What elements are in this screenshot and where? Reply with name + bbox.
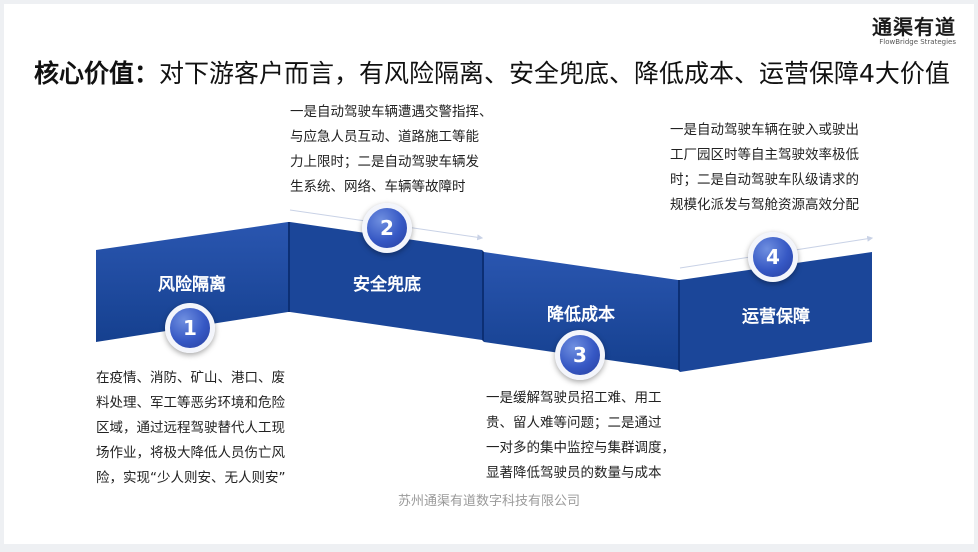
title-rest: 对下游客户而言，有风险隔离、安全兜底、降低成本、运营保障4大价值: [159, 59, 950, 88]
title-bold: 核心价值：: [34, 59, 160, 88]
step-2-badge: 2: [362, 203, 412, 253]
logo-subtext: FlowBridge Strategies: [879, 38, 956, 46]
step-4-description: 一是自动驾驶车辆在驶入或驶出 工厂园区时等自主驾驶效率极低 时；二是自动驾驶车队…: [670, 118, 859, 218]
step-3-badge: 3: [555, 330, 605, 380]
fold-shadow-1: [288, 222, 290, 312]
step-1-line: 险，实现“少人则安、无人则安”: [96, 470, 286, 486]
step-4-badge: 4: [748, 232, 798, 282]
step-1-line: 料处理、军工等恶劣环境和危险: [96, 395, 285, 411]
fold-shadow-3: [678, 280, 680, 372]
step-4-line: 工厂园区时等自主驾驶效率极低: [670, 147, 859, 163]
step-3-line: 一对多的集中监控与集群调度，: [486, 440, 675, 456]
step-3-description: 一是缓解驾驶员招工难、用工 贵、留人难等问题；二是通过 一对多的集中监控与集群调…: [486, 386, 675, 486]
step-4-label: 运营保障: [742, 307, 810, 327]
step-3-line: 贵、留人难等问题；二是通过: [486, 415, 662, 431]
step-4-line: 时；二是自动驾驶车队级请求的: [670, 172, 859, 188]
segment-4: [680, 252, 872, 372]
step-4-line: 一是自动驾驶车辆在驶入或驶出: [670, 122, 859, 138]
step-1-line: 场作业，将极大降低人员伤亡风: [96, 445, 285, 461]
fold-shadow-2: [482, 250, 484, 342]
step-2-description: 一是自动驾驶车辆遭遇交警指挥、 与应急人员互动、道路施工等能 力上限时；二是自动…: [290, 100, 493, 200]
step-2-label: 安全兜底: [353, 275, 421, 295]
step-2-line: 一是自动驾驶车辆遭遇交警指挥、: [290, 104, 493, 120]
step-3-line: 显著降低驾驶员的数量与成本: [486, 465, 662, 481]
step-1-description: 在疫情、消防、矿山、港口、废 料处理、军工等恶劣环境和危险 区域，通过远程驾驶替…: [96, 366, 286, 491]
step-3-line: 一是缓解驾驶员招工难、用工: [486, 390, 662, 406]
step-1-line: 区域，通过远程驾驶替代人工现: [96, 420, 285, 436]
step-2-line: 与应急人员互动、道路施工等能: [290, 129, 479, 145]
segment-1: [96, 222, 288, 342]
step-2-line: 生系统、网络、车辆等故障时: [290, 179, 466, 195]
segment-2: [290, 222, 482, 340]
step-1-badge: 1: [165, 303, 215, 353]
step-1-label: 风险隔离: [158, 275, 226, 295]
logo-text: 通渠有道: [872, 15, 956, 39]
step-2-line: 力上限时；二是自动驾驶车辆发: [290, 154, 479, 170]
step-3-label: 降低成本: [547, 305, 615, 325]
segment-3: [484, 252, 678, 370]
step-4-line: 规模化派发与驾舱资源高效分配: [670, 197, 859, 213]
step-1-line: 在疫情、消防、矿山、港口、废: [96, 370, 285, 386]
company-logo: 通渠有道 FlowBridge Strategies: [872, 16, 956, 47]
footer-company-name: 苏州通渠有道数字科技有限公司: [397, 494, 580, 509]
page-title: 核心价值：对下游客户而言，有风险隔离、安全兜底、降低成本、运营保障4大价值: [34, 54, 950, 90]
